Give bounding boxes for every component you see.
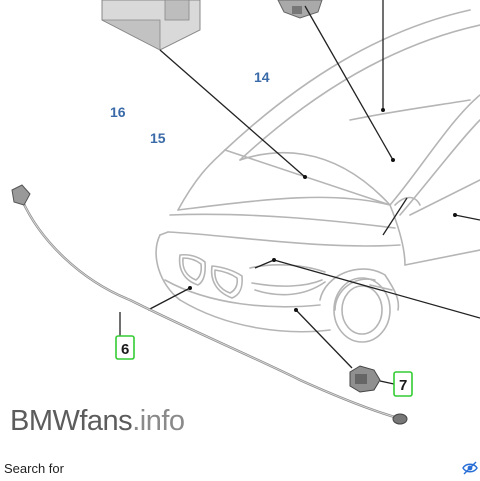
eye-search-icon[interactable] (462, 460, 478, 476)
label-15: 15 (150, 130, 166, 146)
watermark-brand: BMWfans (10, 405, 133, 437)
label-16: 16 (110, 104, 126, 120)
connector-part (277, 0, 323, 19)
control-unit-part (101, 0, 201, 51)
callout-7[interactable]: 7 (393, 371, 413, 397)
label-14: 14 (254, 69, 270, 85)
watermark-logo: BMWfans.info (10, 405, 185, 438)
callout-6[interactable]: 6 (115, 335, 135, 360)
car-outline (155, 9, 480, 343)
callout-7-label: 7 (399, 377, 407, 394)
callout-6-label: 6 (121, 341, 129, 358)
search-label: Search for (4, 461, 64, 476)
leader-lines (147, 0, 480, 369)
leader-dots (188, 108, 457, 312)
watermark-suffix: .info (132, 405, 185, 437)
search-bar[interactable]: Search for (0, 456, 480, 480)
sensor-cable-part (11, 184, 408, 425)
sensor-part-7 (349, 365, 395, 393)
